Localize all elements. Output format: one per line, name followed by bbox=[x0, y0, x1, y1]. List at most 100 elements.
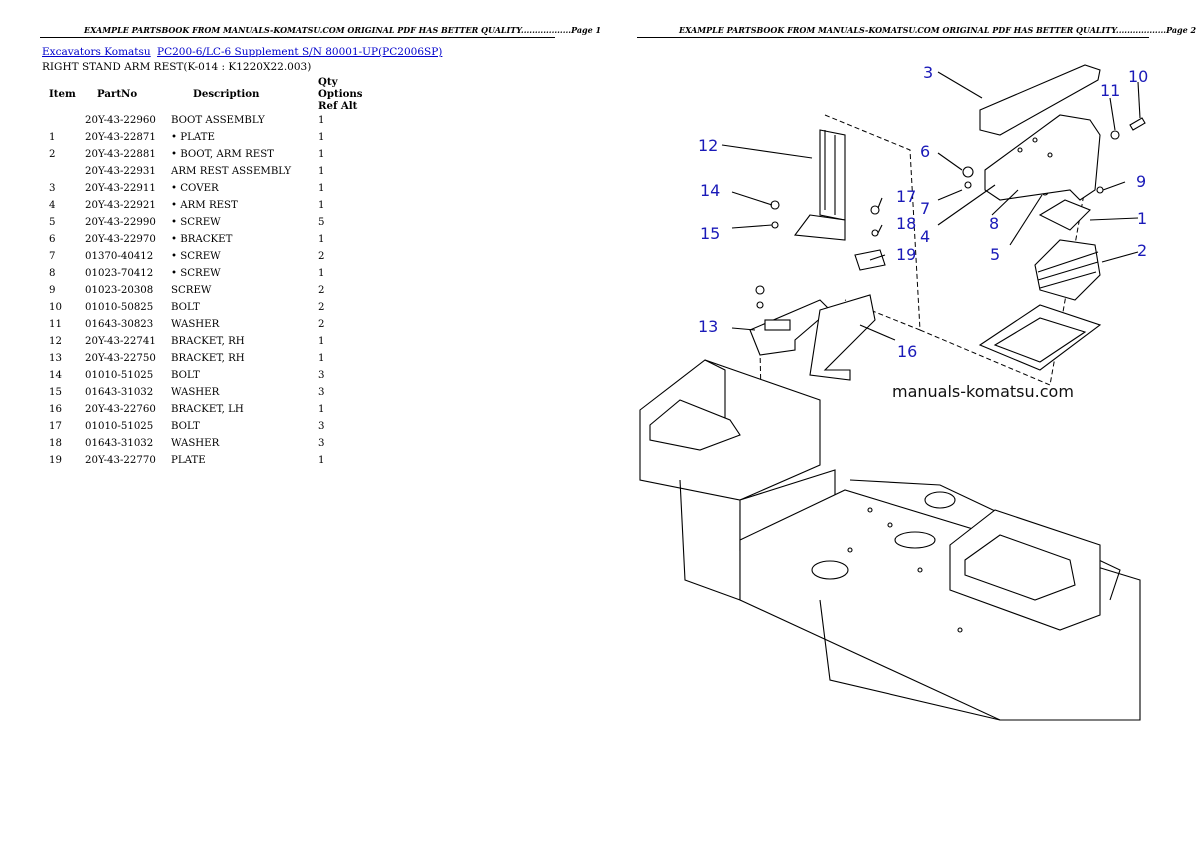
lower-plate bbox=[978, 304, 1102, 371]
cell-description: BRACKET, RH bbox=[171, 336, 245, 347]
callout-15: 15 bbox=[700, 224, 720, 243]
cell-description: ARM REST ASSEMBLY bbox=[171, 166, 292, 177]
cell-partno: 01643-30823 bbox=[85, 319, 154, 330]
cell-description: • SCREW bbox=[171, 217, 221, 228]
callout-13: 13 bbox=[698, 317, 718, 336]
cell-partno: 20Y-43-22881 bbox=[85, 149, 156, 160]
cell-description: • PLATE bbox=[171, 132, 215, 143]
cell-item bbox=[42, 112, 85, 129]
cell-item: 5 bbox=[49, 217, 56, 228]
table-row: 6 20Y-43-22970 • BRACKET 1 bbox=[42, 231, 367, 248]
cell-qty: 3 bbox=[318, 370, 325, 381]
cell-description: • BRACKET bbox=[171, 234, 233, 245]
cell-partno: 20Y-43-22770 bbox=[85, 455, 156, 466]
cell-qty: 1 bbox=[318, 353, 325, 364]
cell-description: • COVER bbox=[171, 183, 219, 194]
page-header-left: EXAMPLE PARTSBOOK FROM MANUALS-KOMATSU.C… bbox=[84, 25, 602, 35]
cell-partno: 20Y-43-22871 bbox=[85, 132, 156, 143]
cell-qty: 3 bbox=[318, 438, 325, 449]
boot-armrest-2 bbox=[1034, 239, 1101, 301]
cell-partno: 20Y-43-22931 bbox=[85, 166, 156, 177]
cell-partno: 01023-70412 bbox=[85, 268, 154, 279]
cell-partno: 20Y-43-22741 bbox=[85, 336, 156, 347]
cell-partno: 20Y-43-22921 bbox=[85, 200, 156, 211]
cell-qty: 1 bbox=[318, 166, 325, 177]
cell-description: WASHER bbox=[171, 319, 220, 330]
cell-partno: 20Y-43-22960 bbox=[85, 115, 156, 126]
cell-partno: 01023-20308 bbox=[85, 285, 154, 296]
callout-5: 5 bbox=[990, 245, 1000, 264]
cell-qty: 2 bbox=[318, 251, 325, 262]
cell-qty: 1 bbox=[318, 268, 325, 279]
cell-partno: 01010-50825 bbox=[85, 302, 154, 313]
cell-item: 2 bbox=[49, 149, 56, 160]
callout-16: 16 bbox=[897, 342, 917, 361]
table-row: 10 01010-50825 BOLT 2 bbox=[42, 299, 367, 316]
cell-item: 9 bbox=[49, 285, 56, 296]
cell-qty: 2 bbox=[318, 319, 325, 330]
cell-qty: 2 bbox=[318, 285, 325, 296]
cell-partno: 01643-31032 bbox=[85, 438, 154, 449]
cell-description: BOLT bbox=[171, 302, 200, 313]
cell-description: • SCREW bbox=[171, 251, 221, 262]
cell-partno: 20Y-43-22760 bbox=[85, 404, 156, 415]
callout-19: 19 bbox=[896, 245, 916, 264]
cell-qty: 1 bbox=[318, 234, 325, 245]
callout-11: 11 bbox=[1100, 81, 1120, 100]
cell-description: PLATE bbox=[171, 455, 206, 466]
breadcrumb: Excavators Komatsu PC200-6/LC-6 Suppleme… bbox=[42, 46, 442, 58]
breadcrumb-link-category[interactable]: Excavators Komatsu bbox=[42, 46, 151, 58]
cell-qty: 5 bbox=[318, 217, 325, 228]
cell-qty: 1 bbox=[318, 455, 325, 466]
bracket-rh-13 bbox=[749, 299, 831, 356]
watermark-text: manuals-komatsu.com bbox=[892, 382, 1074, 401]
cell-item: 3 bbox=[49, 183, 56, 194]
column-header-description: Description bbox=[193, 88, 260, 100]
cell-partno: 01010-51025 bbox=[85, 370, 154, 381]
bracket-rh-12 bbox=[793, 129, 846, 241]
cell-item: 10 bbox=[49, 302, 62, 313]
cell-qty: 2 bbox=[318, 302, 325, 313]
cell-description: WASHER bbox=[171, 387, 220, 398]
callout-7: 7 bbox=[920, 199, 930, 218]
callout-1: 1 bbox=[1137, 209, 1147, 228]
cell-item: 7 bbox=[49, 251, 56, 262]
header-rule-left bbox=[40, 37, 555, 38]
cell-item: 1 bbox=[49, 132, 56, 143]
breadcrumb-link-model[interactable]: PC200-6/LC-6 Supplement S/N 80001-UP(PC2… bbox=[157, 46, 443, 58]
page-title: RIGHT STAND ARM REST(K-014 : K1220X22.00… bbox=[42, 61, 312, 73]
table-row: 19 20Y-43-22770 PLATE 1 bbox=[42, 452, 367, 469]
callout-leaders bbox=[721, 71, 1141, 341]
cell-partno: 01643-31032 bbox=[85, 387, 154, 398]
callout-18: 18 bbox=[896, 214, 916, 233]
callout-3: 3 bbox=[923, 63, 933, 82]
cell-description: BRACKET, RH bbox=[171, 353, 245, 364]
cell-item: 12 bbox=[49, 336, 62, 347]
cell-item: 13 bbox=[49, 353, 62, 364]
cell-item: 6 bbox=[49, 234, 56, 245]
seat-console-base bbox=[639, 359, 1141, 721]
cell-description: WASHER bbox=[171, 438, 220, 449]
cell-item: 8 bbox=[49, 268, 56, 279]
cell-partno: 01010-51025 bbox=[85, 421, 154, 432]
cell-item: 14 bbox=[49, 370, 62, 381]
column-header-qty-options: Qty Options Ref Alt bbox=[318, 76, 363, 112]
cell-qty: 1 bbox=[318, 115, 325, 126]
guide-line bbox=[824, 114, 921, 331]
callout-14: 14 bbox=[700, 181, 720, 200]
cell-description: BOLT bbox=[171, 370, 200, 381]
header-rule-right bbox=[637, 37, 1149, 38]
cell-partno: 20Y-43-22970 bbox=[85, 234, 156, 245]
cell-item: 19 bbox=[49, 455, 62, 466]
callout-10: 10 bbox=[1128, 67, 1148, 86]
callout-9: 9 bbox=[1136, 172, 1146, 191]
